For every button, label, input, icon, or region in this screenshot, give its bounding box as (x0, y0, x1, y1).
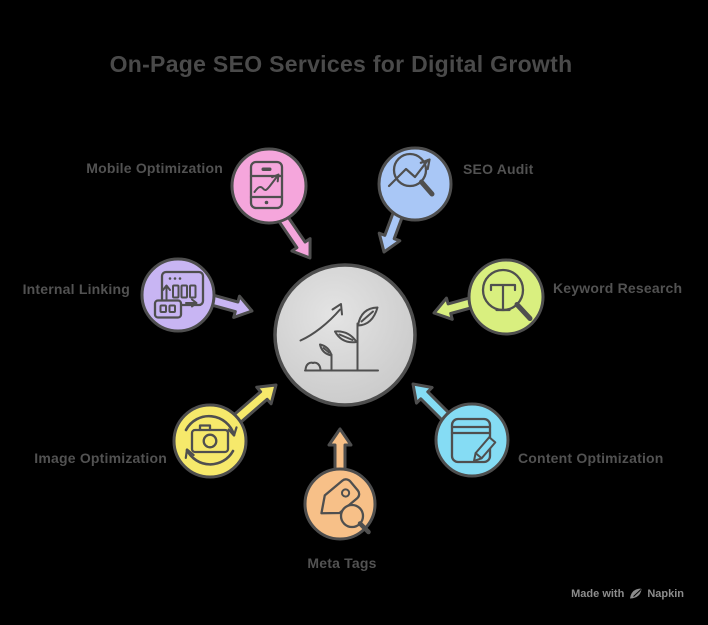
napkin-credit: Made with Napkin (571, 587, 684, 600)
tag-magnifier-icon (320, 478, 371, 535)
label-internal-linking: Internal Linking (22, 281, 130, 297)
pen-nib-icon (630, 588, 642, 599)
linked-windows-icon (153, 270, 205, 319)
growth-plant-icon (299, 303, 379, 372)
label-meta-tags: Meta Tags (307, 555, 377, 571)
magnifier-trend-icon (387, 152, 435, 197)
circle-seo-audit (377, 146, 453, 222)
book-pencil-icon (450, 417, 497, 464)
label-keyword-research: Keyword Research (553, 280, 683, 296)
text-magnifier-icon (481, 268, 533, 321)
brand-text: Napkin (647, 587, 684, 600)
smartphone-trend-icon (249, 160, 284, 210)
circle-content-optimization (434, 402, 510, 478)
label-mobile-optimization: Mobile Optimization (86, 160, 223, 176)
label-seo-audit: SEO Audit (463, 161, 534, 177)
label-content-optimization: Content Optimization (518, 450, 664, 466)
camera-refresh-icon (184, 414, 238, 466)
label-image-optimization: Image Optimization (34, 450, 167, 466)
made-with-text: Made with (571, 587, 625, 600)
center-circle (273, 263, 417, 407)
page-title: On-Page SEO Services for Digital Growth (109, 51, 573, 77)
